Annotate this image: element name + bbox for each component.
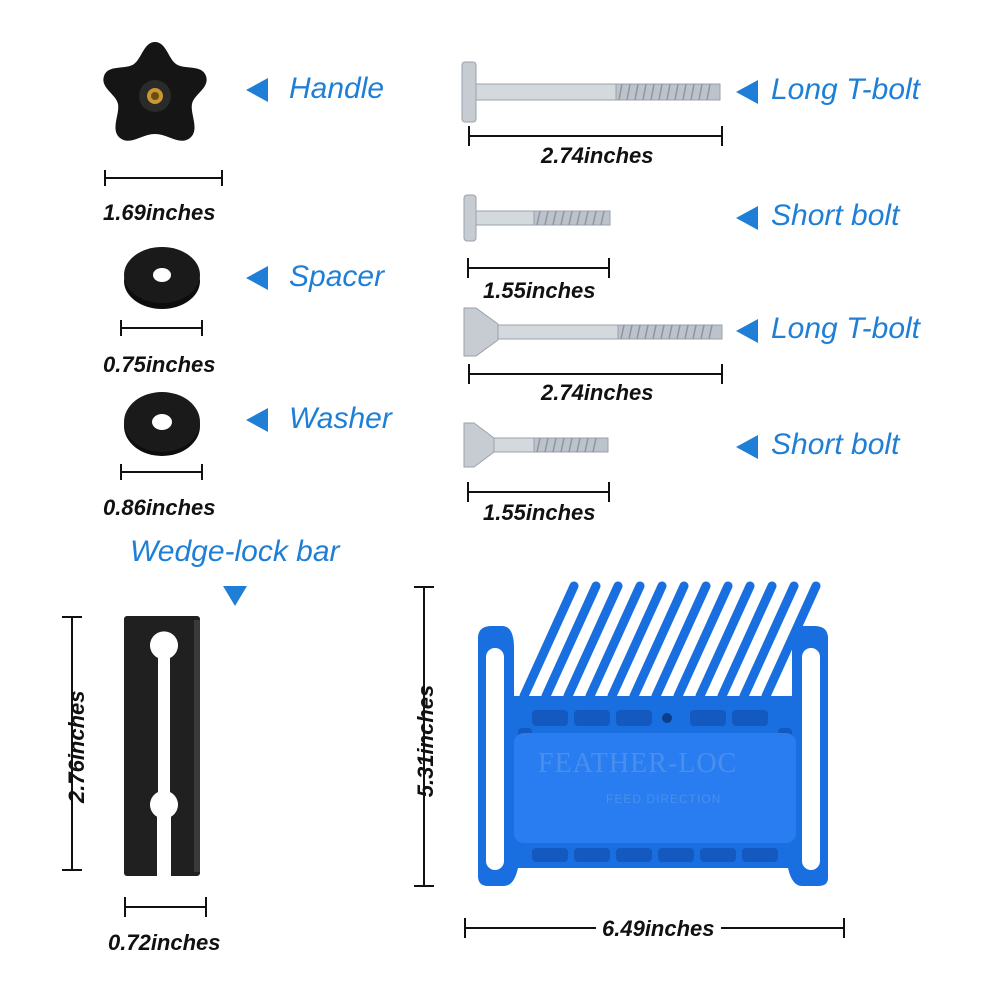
short-bolt-dimension: 1.55inches — [483, 278, 596, 303]
handle-dimension: 1.69inches — [103, 200, 216, 225]
long-t-bolt-2-label: Long T-bolt — [771, 312, 921, 345]
featherboard-image — [478, 581, 828, 886]
wedge-lock-bar-width-line — [124, 897, 207, 917]
long-t-bolt-2-dimension: 2.74inches — [541, 380, 654, 405]
wedge-lock-bar-label: Wedge-lock bar — [130, 535, 340, 568]
wedge-lock-bar-width: 0.72inches — [108, 930, 221, 955]
spacer-dimension: 0.75inches — [103, 352, 216, 377]
handle-dimension-line — [104, 170, 223, 186]
long-t-bolt-2-dimension-line — [468, 364, 723, 384]
short-bolt-label: Short bolt — [771, 199, 900, 232]
spacer-dimension-line — [120, 320, 203, 336]
featherboard-direction-text: FEED DIRECTION — [606, 792, 722, 806]
long-t-bolt-label: Long T-bolt — [771, 73, 921, 106]
featherboard-height: 5.31inches — [413, 684, 438, 798]
short-bolt-2-dimension-line — [467, 482, 610, 502]
wedge-lock-bar-pointer-icon — [223, 586, 247, 606]
short-bolt-2-label: Short bolt — [771, 428, 900, 461]
short-bolt-pointer-icon — [736, 206, 758, 230]
wedge-lock-bar-image — [124, 616, 200, 876]
washer-label: Washer — [289, 402, 392, 435]
short-bolt-dimension-line — [467, 258, 610, 278]
long-t-bolt-image — [461, 61, 721, 123]
short-bolt-2-dimension: 1.55inches — [483, 500, 596, 525]
handle-label: Handle — [289, 72, 385, 105]
featherboard-height-line — [414, 586, 434, 887]
spacer-pointer-icon — [246, 266, 268, 290]
spacer-label: Spacer — [289, 260, 385, 293]
washer-image — [124, 392, 200, 456]
short-bolt-2-pointer-icon — [736, 435, 758, 459]
washer-dimension: 0.86inches — [103, 495, 216, 520]
wedge-lock-bar-height: 2.76inches — [64, 690, 89, 803]
washer-pointer-icon — [246, 408, 268, 432]
spacer-image — [124, 247, 200, 309]
featherboard-width: 6.49inches — [596, 916, 721, 942]
handle-pointer-icon — [246, 78, 268, 102]
long-t-bolt-2-pointer-icon — [736, 319, 758, 343]
featherboard-brand-text: FEATHER-LOC — [538, 748, 738, 779]
short-bolt-2-image — [463, 422, 609, 468]
long-t-bolt-2-image — [463, 307, 723, 357]
handle-knob-image — [103, 42, 207, 141]
long-t-bolt-pointer-icon — [736, 80, 758, 104]
washer-dimension-line — [120, 464, 203, 480]
wedge-lock-bar-height-line — [62, 616, 82, 871]
long-t-bolt-dimension: 2.74inches — [541, 143, 654, 168]
long-t-bolt-dimension-line — [468, 126, 723, 146]
short-bolt-image — [463, 194, 611, 242]
